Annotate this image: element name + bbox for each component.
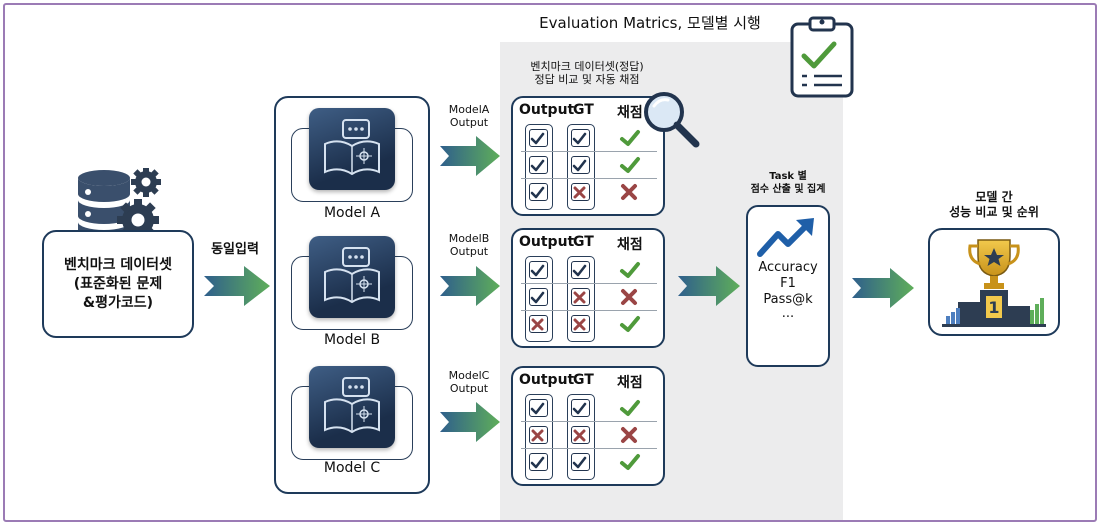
model-a-label: Model A [323, 205, 381, 221]
row-separator [521, 283, 657, 284]
trend-arrow-icon [757, 218, 814, 257]
model-b-output-label: ModelB Output [438, 232, 500, 258]
task-label: Task 별 점수 산출 및 집계 [728, 170, 848, 196]
dataset-label: 벤치마크 데이터셋 (표준화된 문제 &평가코드) [42, 256, 194, 313]
header-score: 채점 [617, 375, 643, 391]
check-mark-icon [619, 156, 641, 178]
row-separator [521, 178, 657, 179]
row-separator [521, 448, 657, 449]
model-a-output-label-1: ModelA [448, 103, 490, 116]
checked-box-icon [529, 183, 548, 201]
crossed-box-icon [529, 315, 548, 333]
checked-box-icon [571, 399, 590, 417]
trophy-icon [942, 239, 1046, 327]
model-c-output-label-2: Output [449, 382, 489, 395]
compare-label: 벤치마크 데이터셋(정답) 정답 비교 및 자동 채점 [512, 60, 662, 86]
metric-more: ... [781, 306, 795, 321]
row-separator [521, 310, 657, 311]
cross-mark-icon [619, 288, 639, 310]
task-box [746, 205, 830, 367]
checked-box-icon [571, 453, 590, 471]
dataset-line-2: (표준화된 문제 [73, 276, 163, 292]
checked-box-icon [529, 453, 548, 471]
header-output: Output [519, 372, 575, 388]
model-b-tile [309, 236, 395, 318]
model-book-icon [324, 247, 380, 304]
model-a-output-label-2: Output [449, 116, 489, 129]
model-c-label: Model C [323, 460, 381, 476]
cross-mark-icon [619, 426, 639, 448]
cross-mark-icon [619, 183, 639, 205]
checked-box-icon [529, 156, 548, 174]
arrow-right-icon [440, 266, 500, 306]
crossed-box-icon [571, 288, 590, 306]
final-label-1: 모델 간 [975, 190, 1013, 204]
arrow-right-icon [678, 266, 740, 306]
header-output: Output [519, 102, 575, 118]
row-separator [521, 421, 657, 422]
outer-frame [3, 3, 1097, 522]
header-score: 채점 [617, 237, 643, 253]
task-label-2: 점수 산출 및 집계 [750, 184, 826, 195]
crossed-box-icon [571, 183, 590, 201]
header-gt: GT [573, 372, 594, 388]
dataset-box [42, 230, 194, 338]
metric-f1: F1 [780, 276, 796, 291]
evaluation-title: Evaluation Matrics, 모델별 시행 [539, 14, 761, 32]
checked-box-icon [571, 156, 590, 174]
header-gt: GT [573, 234, 594, 250]
crossed-box-icon [571, 315, 590, 333]
task-label-1: Task 별 [769, 171, 807, 182]
checked-box-icon [529, 399, 548, 417]
crossed-box-icon [571, 426, 590, 444]
model-b-output-label-2: Output [449, 245, 489, 258]
row-separator [521, 151, 657, 152]
checked-box-icon [529, 261, 548, 279]
model-c-output-label-1: ModelC [448, 369, 490, 382]
arrow-right-icon [440, 402, 500, 442]
check-mark-icon [619, 261, 641, 283]
dataset-line-3: &평가코드) [82, 295, 154, 311]
compare-label-line-1: 벤치마크 데이터셋(정답) [530, 60, 644, 73]
model-b-output-label-1: ModelB [448, 232, 490, 245]
clipboard-check-icon [790, 16, 854, 98]
header-output: Output [519, 234, 575, 250]
arrow-right-icon [204, 266, 270, 306]
model-c-output-label: ModelC Output [438, 369, 500, 395]
metric-pass-at-k: Pass@k [763, 292, 813, 307]
model-book-icon [324, 377, 380, 434]
check-mark-icon [619, 129, 641, 151]
checked-box-icon [571, 261, 590, 279]
checked-box-icon [529, 288, 548, 306]
dataset-line-1: 벤치마크 데이터셋 [64, 257, 172, 273]
model-a-tile [309, 108, 395, 190]
header-score: 채점 [617, 105, 643, 121]
metric-accuracy: Accuracy [758, 260, 818, 275]
arrow-right-icon [440, 136, 500, 176]
checked-box-icon [571, 129, 590, 147]
model-c-tile [309, 366, 395, 448]
magnifier-icon [644, 92, 700, 148]
final-label-2: 성능 비교 및 순위 [949, 205, 1039, 219]
rank-number: 1 [988, 298, 1000, 317]
same-input-label: 동일입력 [211, 242, 259, 257]
model-book-icon [324, 119, 380, 176]
crossed-box-icon [529, 426, 548, 444]
check-mark-icon [619, 453, 641, 475]
header-gt: GT [573, 102, 594, 118]
arrow-right-icon [852, 268, 914, 308]
compare-label-line-2: 정답 비교 및 자동 채점 [534, 73, 640, 86]
model-b-label: Model B [323, 332, 381, 348]
check-mark-icon [619, 315, 641, 337]
check-mark-icon [619, 399, 641, 421]
checked-box-icon [529, 129, 548, 147]
final-label: 모델 간 성능 비교 및 순위 [918, 190, 1070, 220]
model-a-output-label: ModelA Output [438, 103, 500, 129]
